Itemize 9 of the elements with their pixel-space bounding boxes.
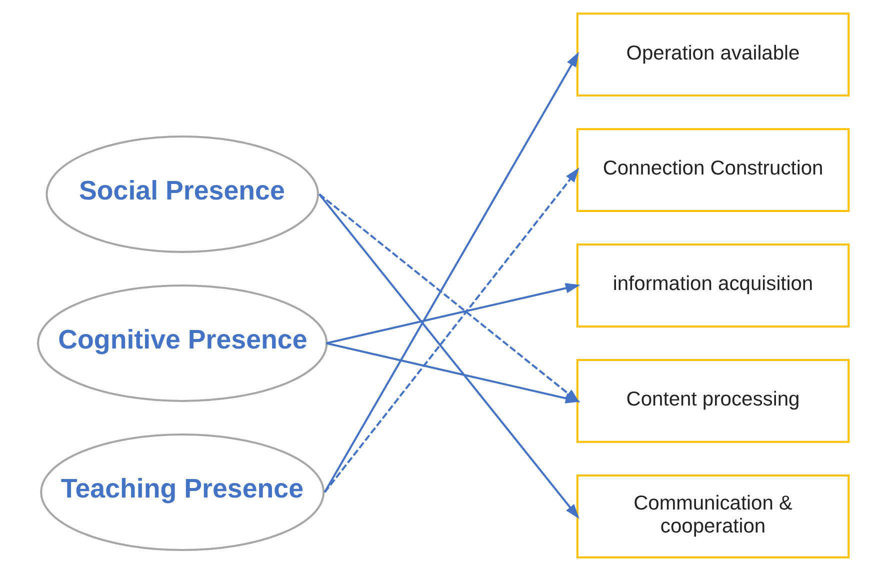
node-box: information acquisition (576, 244, 850, 328)
node-box: Operation available (576, 12, 850, 97)
node-box: Content processing (576, 359, 850, 443)
arrow (326, 283, 580, 344)
node-ellipse: Social Presence (45, 135, 318, 253)
node-ellipse: Teaching Presence (40, 434, 324, 552)
node-box: Communication & cooperation (576, 474, 850, 558)
node-ellipse: Cognitive Presence (36, 284, 328, 402)
node-box: Connection Construction (576, 128, 850, 212)
